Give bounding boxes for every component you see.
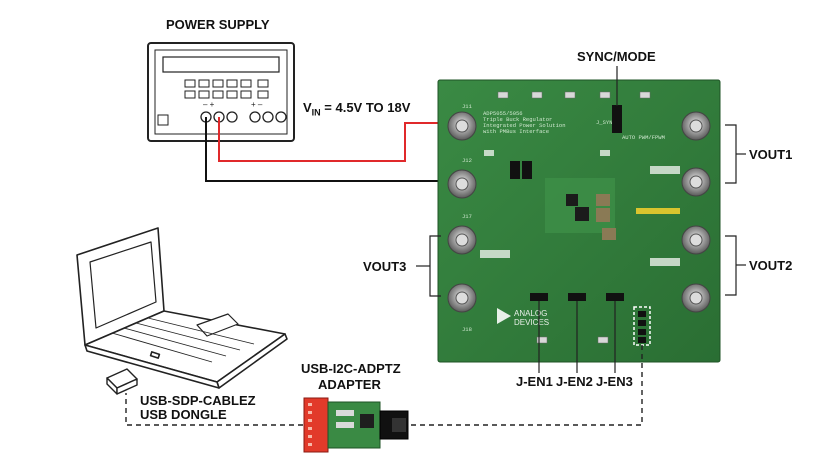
- vin-prefix: V: [303, 100, 312, 115]
- jen-leaders: [538, 301, 616, 373]
- connector-vout2-a: [681, 225, 711, 255]
- power-supply-label: POWER SUPPLY: [166, 17, 270, 32]
- connector-label-j12: J12: [462, 157, 472, 164]
- power-wires: [205, 117, 455, 182]
- connector-vout1-b: [681, 167, 711, 197]
- laptop: [76, 227, 288, 389]
- power-supply: – + + –: [147, 42, 295, 142]
- dongle-label-line1: USB-SDP-CABLEZ: [140, 393, 256, 408]
- svg-text:– +: – +: [203, 100, 215, 109]
- jumper-label-pwm: AUTO PWM/FPWM: [622, 134, 665, 141]
- svg-text:ANALOG: ANALOG: [514, 309, 547, 318]
- usb-dongle: [106, 368, 138, 395]
- vin-range: = 4.5V TO 18V: [320, 100, 411, 115]
- sync-mode-label: SYNC/MODE: [577, 49, 656, 64]
- board-title-line2: Triple Buck Regulator: [483, 116, 552, 123]
- vin-subscript: IN: [311, 107, 321, 118]
- connector-label-j17: J17: [462, 213, 472, 220]
- svg-text:DEVICES: DEVICES: [514, 318, 549, 327]
- jen2-label: J-EN2: [556, 374, 593, 389]
- vout2-label: VOUT2: [749, 258, 793, 273]
- evaluation-board: ADP5055/5056 Triple Buck Regulator Integ…: [437, 79, 721, 363]
- connector-label-j11: J11: [462, 103, 473, 110]
- output-brackets: [416, 124, 746, 297]
- dongle-label-line2: USB DONGLE: [140, 407, 227, 422]
- connector-label-j18: J18: [462, 326, 472, 333]
- adapter-label-line1: USB-I2C-ADPTZ: [301, 361, 401, 376]
- connector-vout2-b: [681, 283, 711, 313]
- board-title-line1: ADP5055/5056: [483, 110, 523, 117]
- board-title-line4: with PMBus Interface: [483, 128, 549, 135]
- connector-vout1-a: [681, 111, 711, 141]
- analog-devices-logo: ANALOG DEVICES: [497, 308, 549, 327]
- vin-label: VIN = 4.5V TO 18V: [303, 101, 410, 118]
- jen3-label: J-EN3: [596, 374, 633, 389]
- jumper-label-sync: J_SYNC: [596, 119, 617, 126]
- usb-i2c-adapter: [303, 397, 409, 453]
- connector-j11: [447, 111, 477, 141]
- dashed-cables: [125, 345, 643, 426]
- board-connectors: [447, 111, 711, 313]
- connector-j12: [447, 169, 477, 199]
- jen1-label: J-EN1: [516, 374, 553, 389]
- svg-text:+ –: + –: [251, 100, 263, 109]
- connector-j18: [447, 283, 477, 313]
- connector-j17: [447, 225, 477, 255]
- adapter-label-line2: ADAPTER: [318, 377, 381, 392]
- enable-jumpers: [530, 293, 624, 301]
- vout3-label: VOUT3: [363, 259, 407, 274]
- board-title-line3: Integrated Power Solution: [483, 122, 566, 129]
- vout1-label: VOUT1: [749, 147, 793, 162]
